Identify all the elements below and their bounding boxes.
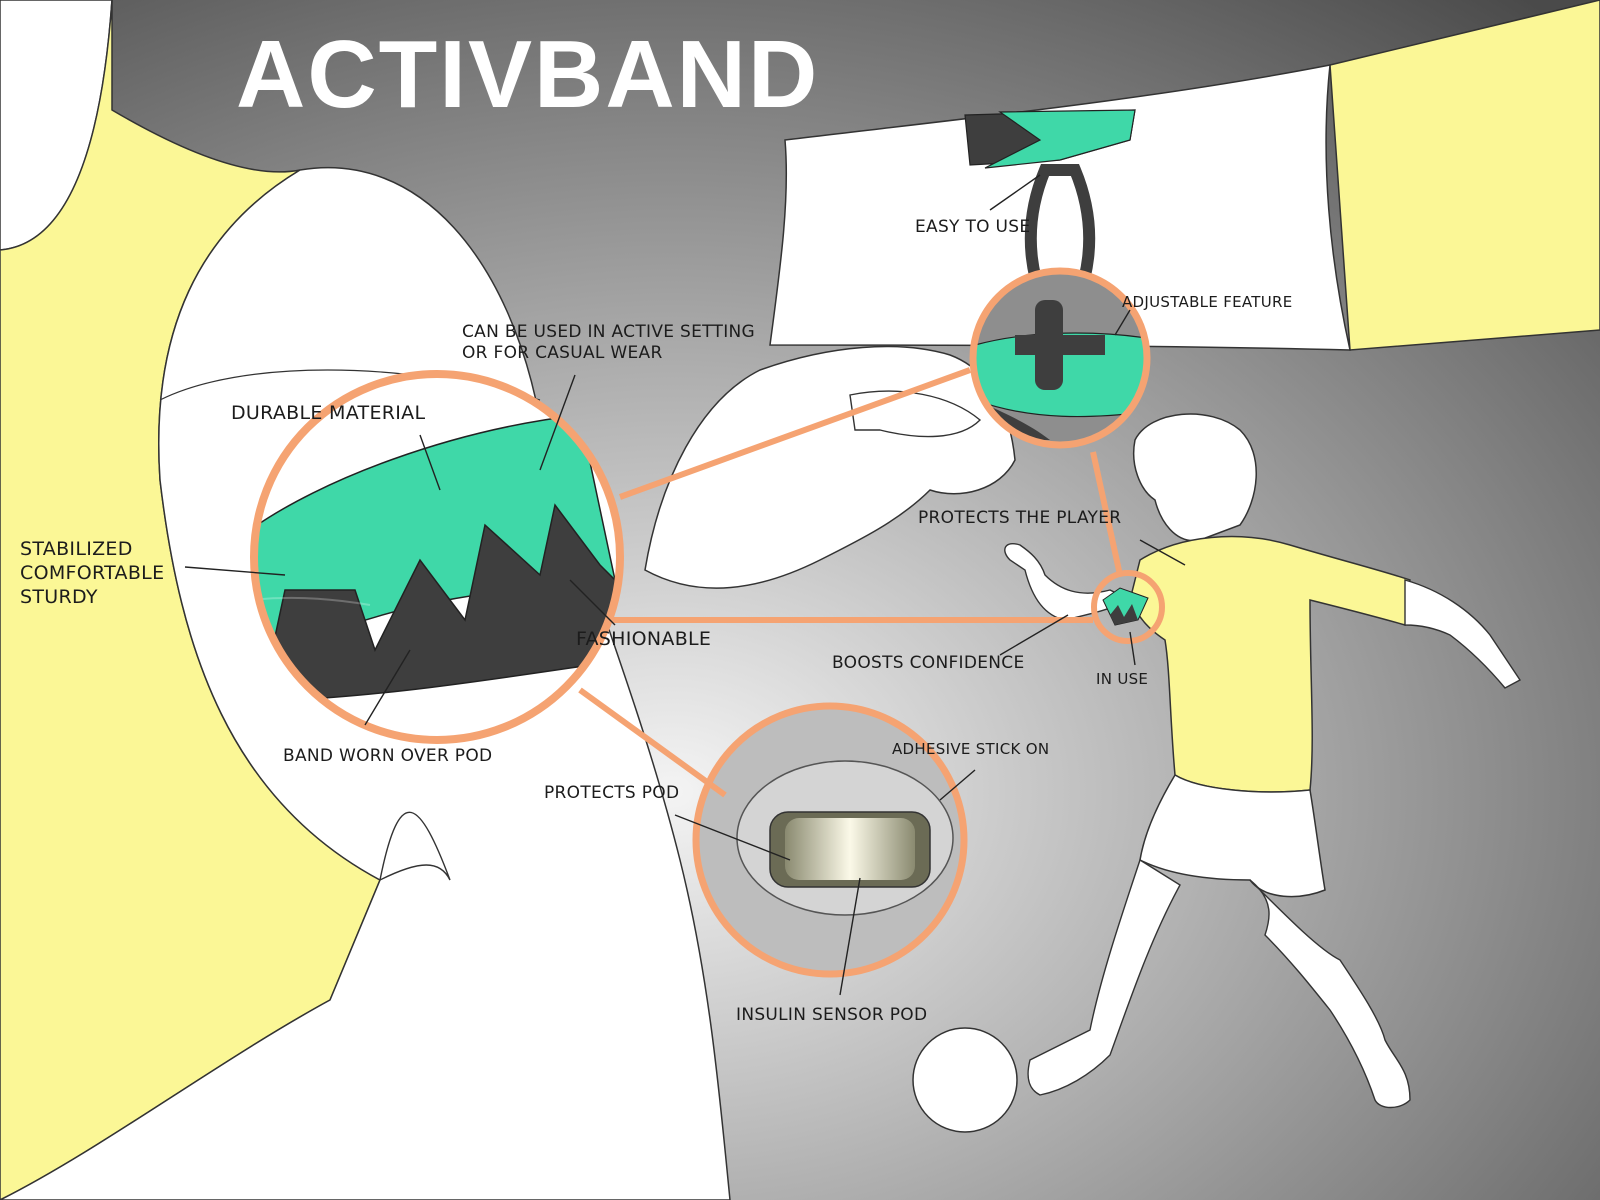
label-easy-to-use: EASY TO USE — [915, 217, 1031, 237]
label-boosts-confidence: BOOSTS CONFIDENCE — [832, 653, 1025, 673]
leader-lines — [184, 174, 1186, 996]
player-right-leg — [1249, 879, 1411, 1109]
soccer-ball — [912, 1027, 1018, 1133]
label-in-use: IN USE — [1096, 670, 1149, 688]
band-closeup-ring — [250, 370, 624, 744]
player-left-leg — [1027, 858, 1181, 1096]
orange-connectors — [578, 367, 1123, 798]
label-active-setting-line-1: CAN BE USED IN ACTIVE SETTING — [462, 322, 756, 342]
label-durable-material: DURABLE MATERIAL — [231, 402, 426, 424]
player-shorts — [1139, 773, 1326, 898]
player-head — [1133, 413, 1257, 542]
page-title: ACTIVBAND — [236, 21, 820, 128]
label-band-worn-over-pod: BAND WORN OVER POD — [283, 746, 493, 766]
label-stabilized-line-2: COMFORTABLE — [20, 561, 165, 584]
label-adjustable-feature: ADJUSTABLE FEATURE — [1122, 293, 1293, 311]
label-insulin-sensor-pod: INSULIN SENSOR POD — [736, 1005, 928, 1025]
label-active-setting: CAN BE USED IN ACTIVE SETTING OR FOR CAS… — [462, 322, 755, 365]
band-closeup — [254, 374, 620, 740]
player-right-arm — [1404, 579, 1522, 689]
pod-closeup — [696, 706, 964, 974]
in-use-band — [1091, 570, 1165, 644]
pod-closeup-ring — [692, 702, 968, 978]
label-stabilized: STABILIZED COMFORTABLE STURDY — [20, 538, 164, 609]
label-protects-pod: PROTECTS POD — [544, 783, 680, 803]
label-protects-the-player: PROTECTS THE PLAYER — [918, 508, 1122, 528]
forearm — [769, 64, 1351, 351]
label-fashionable: FASHIONABLE — [576, 628, 712, 650]
right-shirt-sleeve — [1329, 0, 1600, 351]
band-top-teal — [984, 109, 1136, 169]
player-shirt — [1129, 535, 1411, 793]
label-stabilized-line-1: STABILIZED — [20, 538, 133, 560]
arm-crease — [379, 811, 451, 881]
adjustable-closeup-ring — [969, 267, 1151, 449]
label-active-setting-line-2: OR FOR CASUAL WEAR — [462, 343, 663, 364]
label-adhesive-stick-on: ADHESIVE STICK ON — [892, 740, 1050, 758]
label-stabilized-line-3: STURDY — [20, 585, 98, 608]
